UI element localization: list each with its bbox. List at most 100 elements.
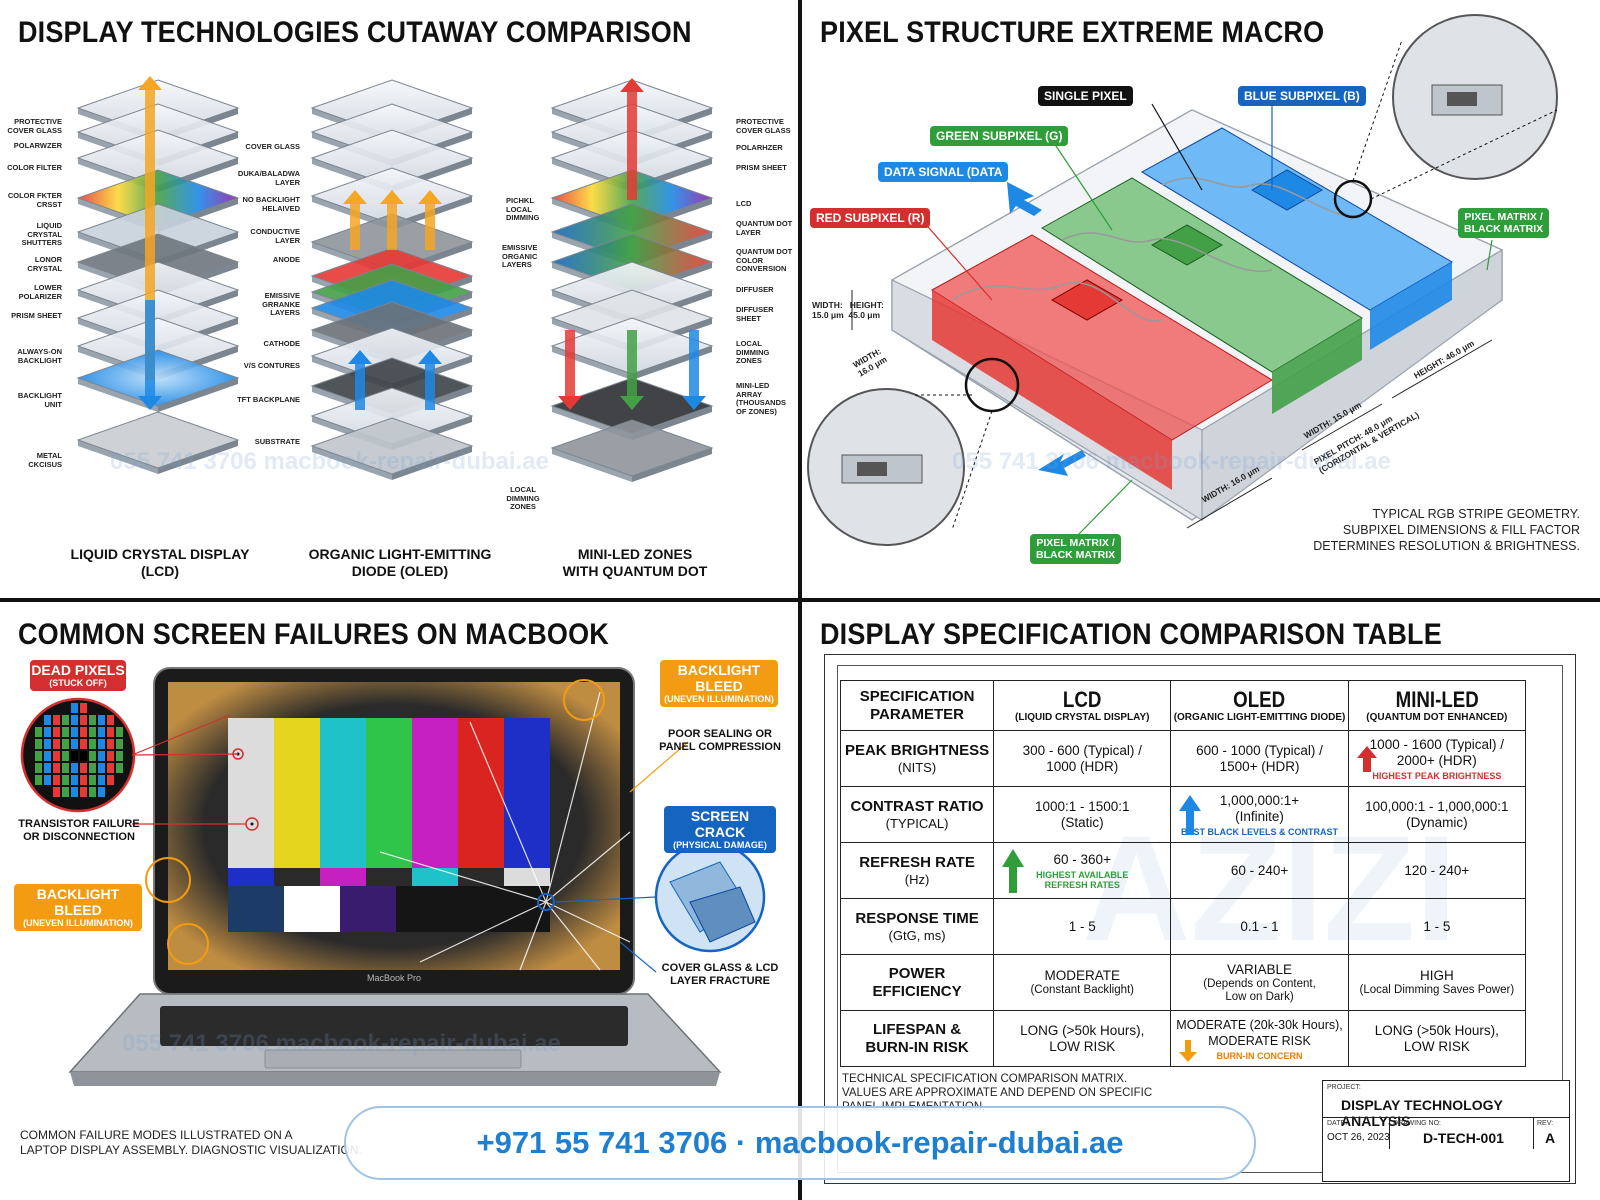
- layer-label: LOCAL DIMMING ZONES: [736, 339, 770, 365]
- layer-label: COLOR FILTER: [7, 163, 62, 172]
- spec-row-power: POWER EFFICIENCY MODERATE(Constant Backl…: [839, 954, 1527, 1011]
- backlight-bleed-left-badge: BACKLIGHT BLEED (UNEVEN ILLUMINATION): [14, 884, 142, 931]
- layer-label: COVER GLASS: [245, 142, 300, 151]
- subpixel: [62, 715, 69, 725]
- subpixel: [35, 775, 42, 785]
- dead-subpixel: [80, 751, 87, 761]
- date-value: OCT 26, 2023: [1327, 1132, 1390, 1143]
- cell-miniled: 1 - 5: [1347, 898, 1527, 955]
- cell-miniled: 1000 - 1600 (Typical) / 2000+ (HDR) HIGH…: [1347, 730, 1527, 787]
- subpixel: [71, 727, 78, 737]
- spec-header-oled: OLED(ORGANIC LIGHT-EMITTING DIODE): [1170, 680, 1349, 731]
- layer-label: PRISM SHEET: [11, 311, 62, 320]
- cell-lcd: MODERATE(Constant Backlight): [993, 954, 1172, 1011]
- subpixel: [98, 763, 105, 773]
- layer-label: ALWAYS-ON BACKLIGHT: [17, 347, 62, 365]
- layer-label: PRISM SHEET: [736, 163, 787, 172]
- subpixel: [107, 775, 114, 785]
- pixel-matrix-callout-bottom: PIXEL MATRIX / BLACK MATRIX: [1030, 534, 1122, 564]
- row-header: LIFESPAN & BURN-IN RISK: [839, 1010, 995, 1067]
- spec-row-response: RESPONSE TIME(GtG, ms) 1 - 5 0.1 - 1 1 -…: [839, 898, 1527, 955]
- cell-lcd: 1 - 5: [993, 898, 1172, 955]
- layer-label: DIFFUSER: [736, 285, 774, 294]
- row-header: REFRESH RATE(Hz): [839, 842, 995, 899]
- layer-label: LCD: [736, 199, 752, 208]
- miniled-blue-arrow-icon: [682, 330, 706, 410]
- subpixel: [80, 739, 87, 749]
- lcd-caption: LIQUID CRYSTAL DISPLAY (LCD): [70, 546, 250, 579]
- subpixel: [71, 715, 78, 725]
- oled-caption: ORGANIC LIGHT-EMITTING DIODE (OLED): [308, 546, 492, 579]
- spec-panel: DISPLAY SPECIFICATION COMPARISON TABLE A…: [802, 602, 1600, 1200]
- subpixel: [62, 727, 69, 737]
- contact-banner[interactable]: +971 55 741 3706 · macbook-repair-dubai.…: [344, 1106, 1256, 1180]
- subpixel: [116, 727, 123, 737]
- spec-row-brightness: PEAK BRIGHTNESS(NITS) 300 - 600 (Typical…: [839, 730, 1527, 787]
- poor-sealing-label: POOR SEALING OR PANEL COMPRESSION: [659, 728, 781, 753]
- subpixel: [89, 763, 96, 773]
- cutaway-illustration: [76, 76, 714, 482]
- miniled-layer: [550, 419, 714, 482]
- miniled-caption: MINI-LED ZONES WITH QUANTUM DOT: [562, 546, 708, 579]
- subpixel: [62, 751, 69, 761]
- cell-miniled: 100,000:1 - 1,000,000:1 (Dynamic): [1347, 786, 1527, 843]
- drawing-number: D-TECH-001: [1423, 1130, 1504, 1146]
- subpixel: [44, 715, 51, 725]
- failures-title: COMMON SCREEN FAILURES ON MACBOOK: [18, 618, 609, 651]
- layer-label: CATHODE: [263, 339, 300, 348]
- layer-label: LIQUID CRYSTAL SHUTTERS: [21, 221, 62, 247]
- orange-down-arrow-icon: [1179, 1039, 1198, 1062]
- subpixel: [98, 787, 105, 797]
- red-up-arrow-icon: [1356, 745, 1377, 772]
- failures-panel: COMMON SCREEN FAILURES ON MACBOOK: [0, 602, 798, 1200]
- layer-label: COLOR FKTER CRSST: [7, 191, 62, 209]
- pixel-note: TYPICAL RGB STRIPE GEOMETRY. SUBPIXEL DI…: [1313, 507, 1580, 553]
- subpixel: [98, 751, 105, 761]
- macbook-illustration: [20, 667, 766, 1086]
- subpixel: [44, 739, 51, 749]
- cutaway-panel: DISPLAY TECHNOLOGIES CUTAWAY COMPARISON …: [0, 0, 798, 598]
- layer-label: POLARHZER: [736, 143, 783, 152]
- subpixel: [71, 787, 78, 797]
- layer-label: QUANTUM DOT COLOR CONVERSION: [736, 247, 793, 273]
- spec-header-miniled: MINI-LED(QUANTUM DOT ENHANCED): [1347, 680, 1527, 731]
- subpixel: [53, 727, 60, 737]
- subpixel: [98, 727, 105, 737]
- layer-label: EMISSIVE GRRANKE LAYERS: [262, 291, 300, 317]
- subpixel: [62, 763, 69, 773]
- subpixel: [80, 703, 87, 713]
- data-signal-callout: DATA SIGNAL (DATA: [878, 162, 1009, 182]
- failures-note: COMMON FAILURE MODES ILLUSTRATED ON A LA…: [20, 1128, 362, 1157]
- rev-label: REV:: [1537, 1120, 1554, 1127]
- layer-label: DIFFUSER SHEET: [736, 305, 774, 323]
- subpixel: [80, 775, 87, 785]
- subpixel: [116, 763, 123, 773]
- spec-header-lcd: LCD(LIQUID CRYSTAL DISPLAY): [993, 680, 1172, 731]
- cell-lcd: 1000:1 - 1500:1 (Static): [993, 786, 1172, 843]
- subpixel: [107, 739, 114, 749]
- miniled-light-arrow-icon: [620, 78, 644, 200]
- green-up-arrow-icon: [1002, 848, 1025, 893]
- blue-up-arrow-icon: [1179, 794, 1202, 835]
- layer-fracture-label: COVER GLASS & LCD LAYER FRACTURE: [661, 962, 779, 987]
- project-name: DISPLAY TECHNOLOGY ANALYSIS: [1341, 1097, 1503, 1129]
- oled-up-arrow-icon: [418, 350, 442, 410]
- cell-lcd: 60 - 360+ HIGHEST AVAILABLE REFRESH RATE…: [993, 842, 1172, 899]
- layer-label: MINI-LED ARRAY (THOUSANDS OF ZONES): [736, 381, 786, 416]
- subpixel: [62, 775, 69, 785]
- subpixel: [44, 775, 51, 785]
- blue-subpixel-callout: BLUE SUBPIXEL (B): [1238, 86, 1366, 106]
- subpixel: [89, 787, 96, 797]
- subpixel: [98, 739, 105, 749]
- drawing-label: DRAWING NO:: [1393, 1120, 1441, 1127]
- subpixel: [53, 763, 60, 773]
- contact-text[interactable]: +971 55 741 3706 · macbook-repair-dubai.…: [476, 1125, 1124, 1160]
- layer-label: DUKA/BALADWA LAYER: [237, 169, 300, 187]
- subpixel: [80, 787, 87, 797]
- lcd-light-arrow-icon: [138, 76, 162, 380]
- pixel-matrix-callout-right: PIXEL MATRIX / BLACK MATRIX: [1458, 208, 1550, 238]
- layer-label: PROTECTIVE COVER GLASS: [736, 117, 791, 135]
- subpixel: [53, 715, 60, 725]
- row-header: PEAK BRIGHTNESS(NITS): [839, 730, 995, 787]
- cell-lcd: LONG (>50k Hours), LOW RISK: [993, 1010, 1172, 1067]
